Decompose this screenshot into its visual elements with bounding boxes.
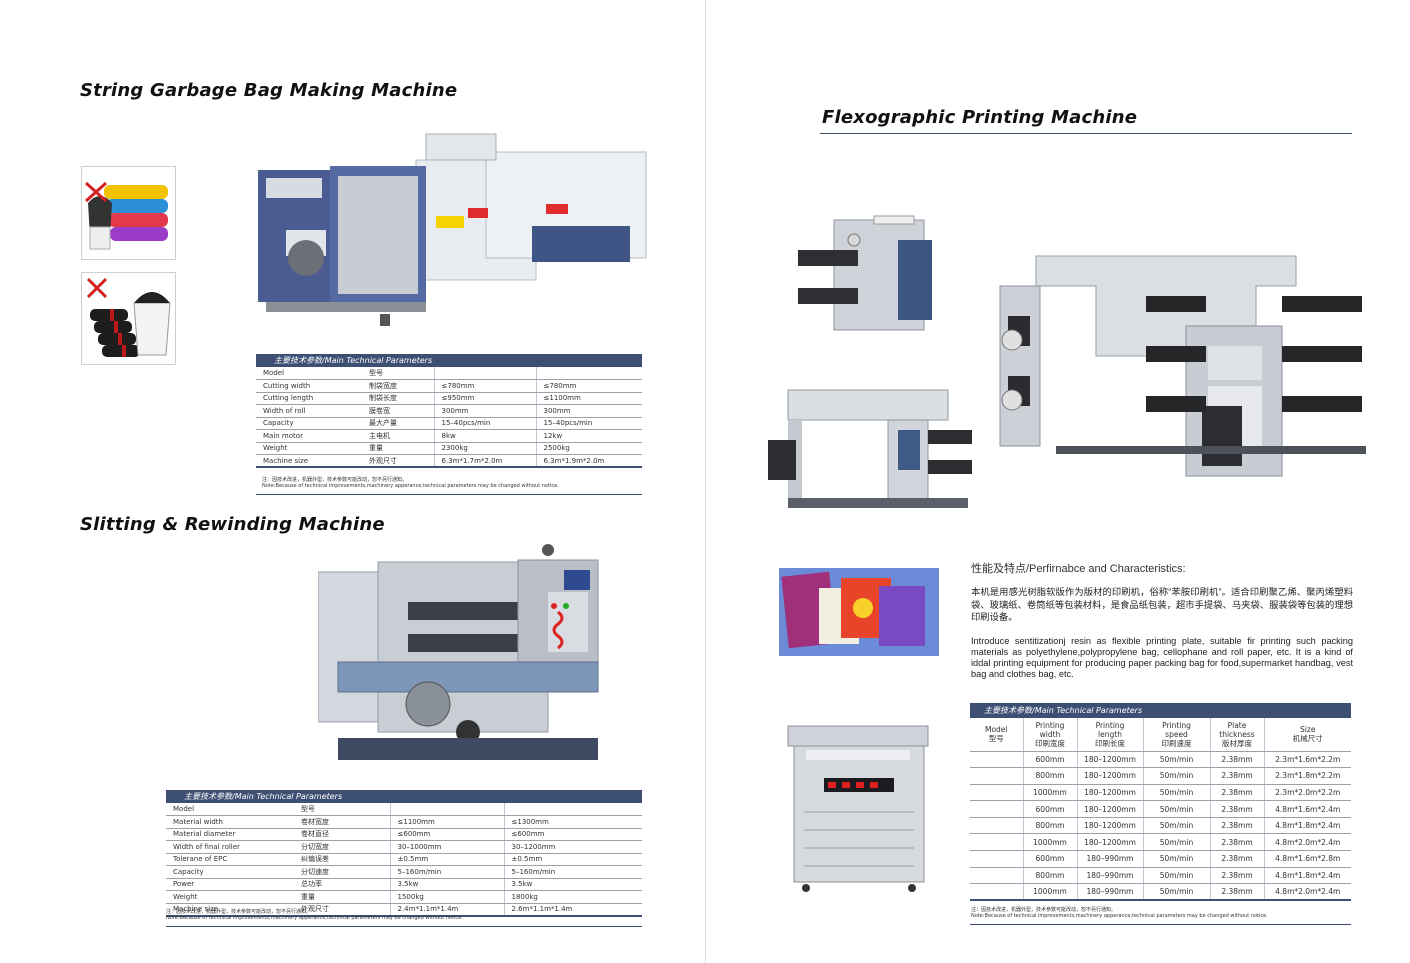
- slit-params-header: 主要技术参数/Main Technical Parameters: [166, 790, 642, 803]
- table-row: Model 型号: [256, 367, 642, 380]
- flexo-machine-title: Flexographic Printing Machine: [822, 107, 1138, 128]
- bag-params-table: 主要技术参数/Main Technical Parameters Model 型…: [256, 354, 642, 468]
- printed-bags-sample-photo: [779, 568, 939, 656]
- description-en: Introduce sentitizationj resin as flexib…: [971, 636, 1353, 679]
- description-cn: 本机是用感光树脂软版作为版材的印刷机，俗称“苯胺印刷机”。适合印刷聚乙烯、聚丙烯…: [971, 587, 1353, 622]
- bag-params-note: 注：因技术改进，机器外型，技术参数可能改动，恕不另行通知。 Note:Becau…: [262, 477, 559, 489]
- black-garbage-bags-photo: [81, 272, 176, 365]
- slitting-machine-photo: [317, 542, 608, 774]
- flexo-section-rule: [970, 924, 1351, 925]
- slitting-machine-title: Slitting & Rewinding Machine: [80, 514, 385, 535]
- table-row: Model 型号: [166, 803, 642, 816]
- flexo-params-note: 注：因技术改进，机器外型，技术参数可能改动，恕不另行通知。 Note:Becau…: [971, 907, 1268, 919]
- flexo-params-header: 主要技术参数/Main Technical Parameters: [970, 703, 1351, 718]
- flexo-title-rule: [820, 133, 1352, 134]
- left-page: String Garbage Bag Making Machine: [80, 80, 648, 927]
- right-page: Flexographic Printing Machine: [705, 0, 1410, 963]
- flexo-machine-medium-photo: [768, 380, 978, 518]
- garbage-bag-roll-photo: [81, 166, 176, 260]
- slit-params-note: 注：因技术改进，机器外型，技术参数可能改动，恕不另行通知。 Note:Becau…: [166, 909, 463, 921]
- slit-section-rule: [166, 926, 642, 927]
- flexo-machine-large-photo: [996, 236, 1370, 484]
- characteristics-title: 性能及特点/Perfirnabce and Characteristics:: [971, 563, 1186, 575]
- slit-params-table: 主要技术参数/Main Technical Parameters Model 型…: [166, 790, 642, 917]
- bag-section-rule: [256, 494, 642, 495]
- bag-making-machine-photo: [256, 130, 648, 330]
- bag-params-header: 主要技术参数/Main Technical Parameters: [256, 354, 642, 367]
- plate-making-machine-photo: [784, 720, 934, 894]
- bag-machine-title: String Garbage Bag Making Machine: [80, 80, 458, 101]
- flexo-machine-small-photo: [794, 210, 954, 336]
